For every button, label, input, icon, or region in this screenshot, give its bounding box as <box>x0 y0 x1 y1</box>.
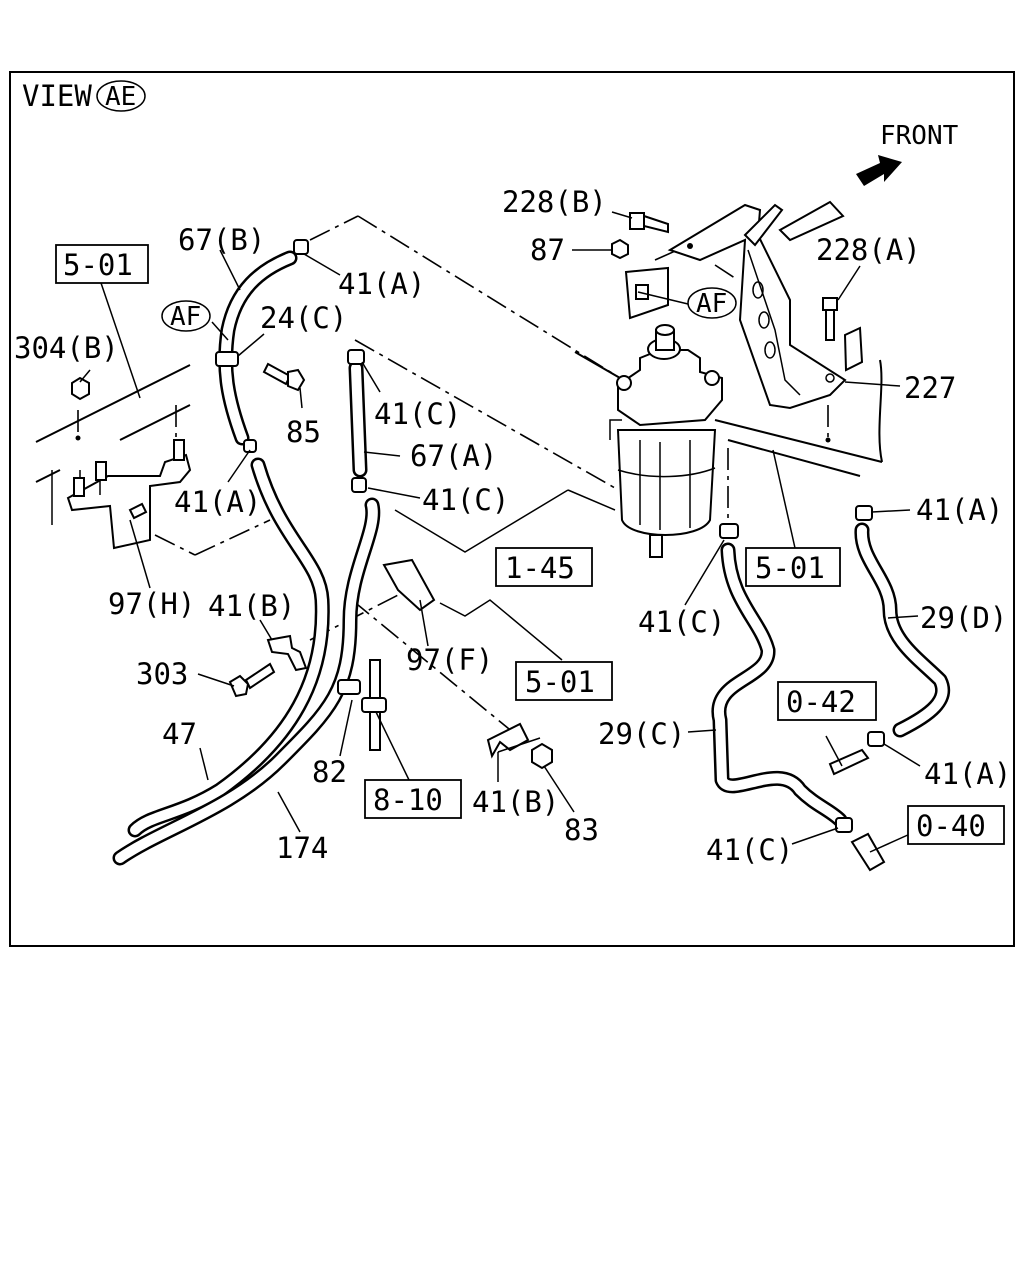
callout-228b: 228(B) <box>502 185 607 219</box>
ref-box-040 <box>907 805 1005 845</box>
ref-box-501-a <box>55 244 149 284</box>
ref-501-a: 5-01 <box>63 248 133 282</box>
bolt-228a <box>822 297 838 341</box>
diagram-frame <box>9 71 1015 947</box>
bolt-228b <box>629 212 693 249</box>
view-code-oval <box>96 80 146 112</box>
callout-47: 47 <box>162 717 197 751</box>
callout-41a-4: 41(A) <box>924 757 1011 791</box>
callout-67b: 67(B) <box>178 223 265 257</box>
leader-lines <box>79 211 921 853</box>
callout-41c-4: 41(C) <box>706 833 793 867</box>
ref-042: 0-42 <box>786 685 856 719</box>
callout-87: 87 <box>530 233 565 267</box>
callout-304b: 304(B) <box>14 331 119 365</box>
callout-29c: 29(C) <box>598 717 685 751</box>
callout-29d: 29(D) <box>920 601 1007 635</box>
callout-227: 227 <box>904 371 956 405</box>
callout-82: 82 <box>312 755 347 789</box>
callout-41a-3: 41(A) <box>916 493 1003 527</box>
callout-67a: 67(A) <box>410 439 497 473</box>
nut-83 <box>531 742 553 770</box>
af-oval-a <box>161 300 211 332</box>
front-arrow-icon <box>856 155 902 186</box>
ref-040: 0-40 <box>916 809 986 843</box>
callout-174: 174 <box>276 831 328 865</box>
frame-rail-left <box>35 364 192 550</box>
af-label-a: AF <box>170 302 201 332</box>
callout-41a-1: 41(A) <box>338 267 425 301</box>
ref-501-b: 5-01 <box>755 551 825 585</box>
ref-145: 1-45 <box>505 551 575 585</box>
callout-41b-2: 41(B) <box>472 785 559 819</box>
ref-box-042 <box>777 681 877 721</box>
callout-24c: 24(C) <box>260 301 347 335</box>
view-code: AE <box>105 82 136 112</box>
ref-501-c: 5-01 <box>525 665 595 699</box>
bolt-85 <box>262 362 306 392</box>
nut-87 <box>611 238 629 260</box>
af-oval-b <box>687 287 737 319</box>
ref-box-810 <box>364 779 462 819</box>
callout-41c-3: 41(C) <box>638 605 725 639</box>
ref-box-145 <box>495 547 593 587</box>
callout-41c-1: 41(C) <box>374 397 461 431</box>
callout-303: 303 <box>136 657 188 691</box>
callout-41a-2: 41(A) <box>174 485 261 519</box>
callout-41c-2: 41(C) <box>422 483 509 517</box>
ref-box-501-c <box>515 661 613 701</box>
callout-97h: 97(H) <box>108 587 195 621</box>
nut-304b <box>71 376 90 401</box>
ref-810: 8-10 <box>373 783 443 817</box>
callout-97f: 97(F) <box>406 643 493 677</box>
callout-85: 85 <box>286 415 321 449</box>
hoses <box>112 250 950 866</box>
view-label: VIEW <box>22 79 92 113</box>
front-label: FRONT <box>880 121 959 151</box>
callout-228a: 228(A) <box>816 233 921 267</box>
ref-box-501-b <box>745 547 841 587</box>
callout-41b-1: 41(B) <box>208 589 295 623</box>
callout-83: 83 <box>564 813 599 847</box>
clamps <box>215 239 886 872</box>
bolt-303 <box>228 662 276 698</box>
fuel-filter-assembly <box>609 200 864 558</box>
af-label-b: AF <box>696 289 727 319</box>
